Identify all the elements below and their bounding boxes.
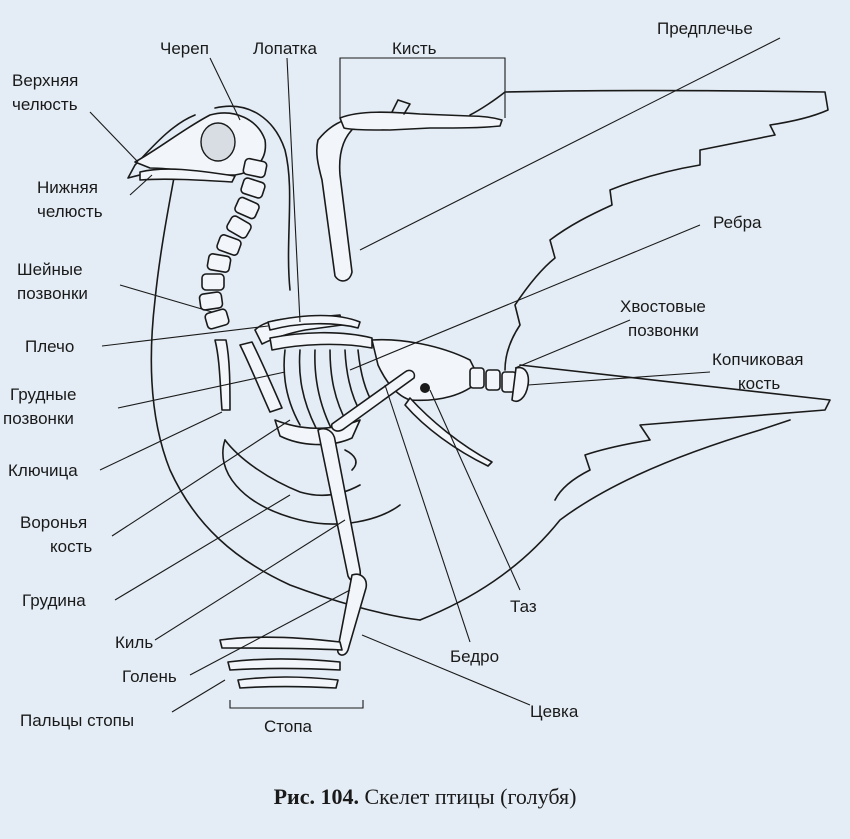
- tail-vertebrae: [469, 367, 517, 393]
- pelvis-bone: [371, 338, 493, 467]
- label-lower-jaw-2: челюсть: [37, 202, 103, 221]
- label-ribs: Ребра: [713, 213, 762, 232]
- label-foot: Стопа: [264, 717, 313, 736]
- label-coracoid-1: Воронья: [20, 513, 87, 532]
- label-femur: Бедро: [450, 647, 499, 666]
- foot-bracket: [229, 700, 364, 709]
- figure-title: Скелет птицы (голубя): [364, 784, 577, 809]
- skull-bone: [134, 112, 267, 183]
- label-tail-2: позвонки: [628, 321, 699, 340]
- eye-socket: [200, 122, 236, 162]
- toes-bones: [219, 636, 343, 651]
- clavicle-bone: [214, 339, 231, 411]
- scapula-bone: [267, 314, 361, 331]
- label-tarsus: Цевка: [530, 702, 579, 721]
- label-toes: Пальцы стопы: [20, 711, 134, 730]
- label-pelvis: Таз: [510, 597, 537, 616]
- label-humerus: Плечо: [25, 337, 74, 356]
- femur-bone: [330, 369, 416, 432]
- label-pygostyle-1: Копчиковая: [712, 350, 804, 369]
- label-scapula: Лопатка: [253, 39, 317, 58]
- wing-bones: [254, 99, 503, 345]
- label-upper-jaw-2: челюсть: [12, 95, 78, 114]
- label-tibia: Голень: [122, 667, 177, 686]
- label-sternum: Грудина: [22, 591, 86, 610]
- figure-caption: Рис. 104. Скелет птицы (голубя): [0, 784, 850, 810]
- label-hand: Кисть: [392, 39, 437, 58]
- leg-bones: [219, 369, 416, 689]
- pygostyle-bone: [511, 366, 530, 402]
- tail-outline: [519, 364, 831, 501]
- label-tail-1: Хвостовые: [620, 297, 706, 316]
- wing-outline: [469, 89, 829, 371]
- label-neck-1: Шейные: [17, 260, 83, 279]
- label-keel: Киль: [115, 633, 153, 652]
- label-clavicle: Ключица: [8, 461, 78, 480]
- forearm-bones: [315, 118, 357, 282]
- neck-vertebrae: [198, 157, 268, 330]
- label-skull: Череп: [160, 39, 209, 58]
- bird-body-outline: [127, 105, 791, 621]
- label-forearm: Предплечье: [657, 19, 753, 38]
- tibia-bone: [317, 427, 362, 583]
- figure-number: Рис. 104.: [273, 784, 359, 809]
- thoracic-vertebrae: [269, 331, 373, 351]
- hand-bones: [339, 111, 503, 131]
- label-thoracic-2: позвонки: [3, 409, 74, 428]
- label-thoracic-1: Грудные: [10, 385, 76, 404]
- label-coracoid-2: кость: [50, 537, 92, 556]
- labels: Череп Лопатка Кисть Предплечье Верхняя ч…: [3, 19, 804, 736]
- label-neck-2: позвонки: [17, 284, 88, 303]
- tarsus-bone: [336, 573, 368, 656]
- leader-lines: [89, 37, 781, 713]
- hand-bracket: [339, 57, 506, 118]
- label-pygostyle-2: кость: [738, 374, 780, 393]
- label-lower-jaw-1: Нижняя: [37, 178, 98, 197]
- label-upper-jaw-1: Верхняя: [12, 71, 78, 90]
